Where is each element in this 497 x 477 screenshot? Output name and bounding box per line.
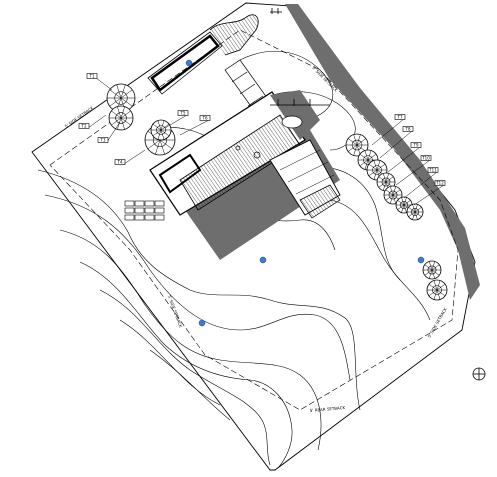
property-boundary <box>31 2 476 471</box>
parking-stalls <box>124 200 165 221</box>
spot-elevation-markers <box>185 59 425 327</box>
tree-symbol-icon <box>406 203 424 221</box>
tree-tag: T9 <box>387 142 422 173</box>
spot-elevation-icon <box>198 319 206 327</box>
tree-tag: T1 <box>86 73 113 91</box>
setback-line <box>49 29 459 411</box>
tree-symbol-icon <box>345 133 369 157</box>
spot-elevation-icon <box>417 256 425 264</box>
tree-tag: T11 <box>403 167 439 199</box>
garden-planter <box>147 14 259 95</box>
tree-tag: T7 <box>371 114 406 146</box>
tree-symbol-icon <box>150 119 172 141</box>
tree-tag-label: T6 <box>202 115 208 120</box>
tree-tag: T12 <box>413 180 446 206</box>
tree-tag: T3 <box>97 121 121 143</box>
tree-tag: T2 <box>78 114 107 129</box>
setback-label-right: 5' SIDE SETBACK <box>427 306 448 338</box>
tree-tag-label: T9 <box>413 142 419 147</box>
tree-symbol-icon <box>366 159 388 181</box>
tree-symbol-icon <box>106 83 136 113</box>
tree-tag-label: T7 <box>397 114 403 119</box>
tree-tag: T6 <box>179 115 211 136</box>
tree-symbol-icon <box>422 260 442 280</box>
road-shadow <box>285 4 480 300</box>
tree-tag-label: T1 <box>89 73 95 78</box>
tree-symbol-icon <box>426 279 448 301</box>
tree-symbol-icon <box>383 185 403 205</box>
fence-posts <box>270 8 330 106</box>
tree-tag: T5 <box>164 110 189 129</box>
tree-symbol-icon <box>108 105 134 131</box>
rear-deck <box>269 139 341 219</box>
tree-tag-label: T4 <box>117 159 123 164</box>
tree-tag: T10 <box>395 155 432 186</box>
tree-tag: T8 <box>379 126 414 159</box>
tree-tag-label: T2 <box>81 123 87 128</box>
setback-label-rear: 5' REAR SETBACK <box>310 405 346 413</box>
spot-elevation-icon <box>185 59 193 67</box>
tree-tag-label: T8 <box>405 126 411 131</box>
tree-tag-label: T3 <box>100 137 106 142</box>
tree-tag-label: T12 <box>435 180 444 185</box>
tree-tag-label: T5 <box>180 110 186 115</box>
tree-tag-label: T10 <box>421 155 430 160</box>
tree-tag: T4 <box>114 149 146 165</box>
tree-group <box>106 83 448 301</box>
north-arrow-icon <box>472 367 486 381</box>
spot-elevation-icon <box>259 256 267 264</box>
tree-tag-label: T11 <box>428 167 437 172</box>
